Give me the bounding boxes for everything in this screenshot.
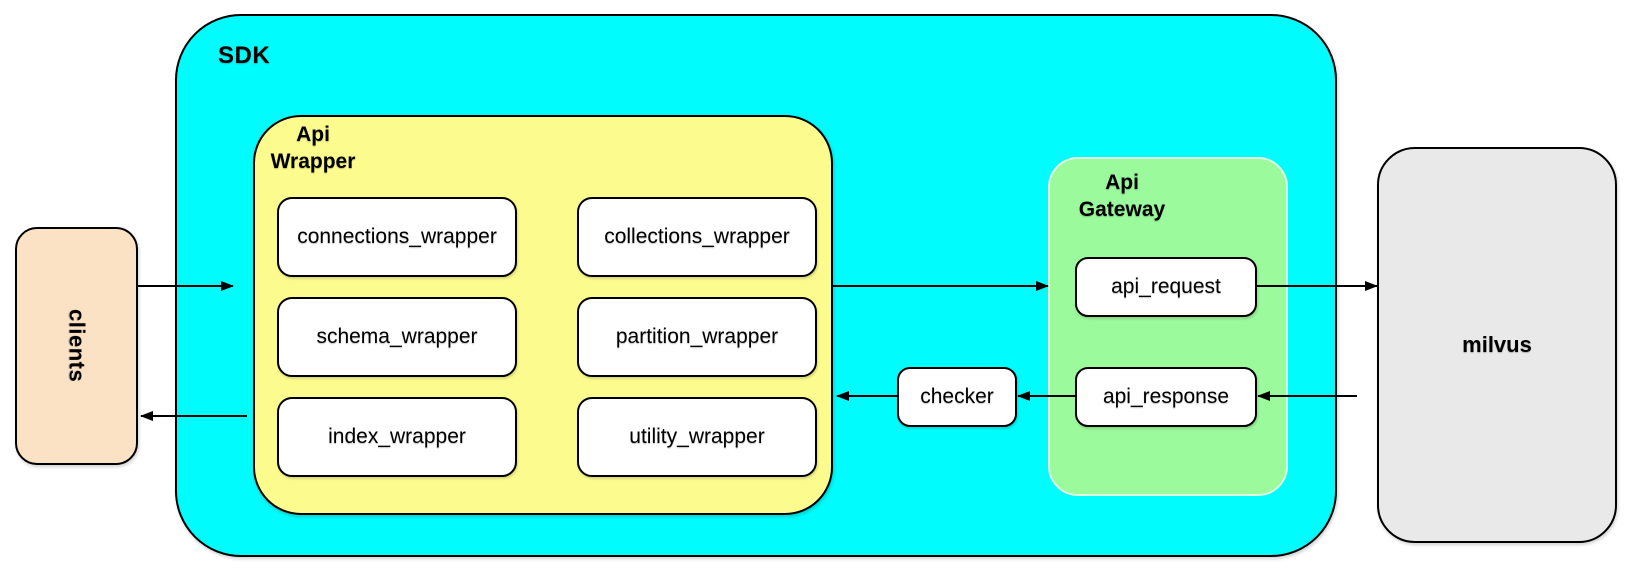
clients-label: clients: [64, 309, 90, 383]
node-collections-wrapper: collections_wrapper: [577, 197, 817, 277]
api-wrapper-container: Api Wrapper connections_wrapper collecti…: [253, 115, 833, 515]
node-connections-wrapper: connections_wrapper: [277, 197, 517, 277]
node-clients: clients: [15, 227, 138, 465]
api-gateway-label-line2: Gateway: [1078, 198, 1166, 221]
api-wrapper-label: Api Wrapper: [267, 121, 359, 175]
sdk-container: SDK Api Wrapper connections_wrapper coll…: [175, 14, 1337, 557]
node-partition-wrapper: partition_wrapper: [577, 297, 817, 377]
node-api-response: api_response: [1075, 367, 1257, 427]
node-checker: checker: [897, 367, 1017, 427]
api-wrapper-label-line2: Wrapper: [270, 150, 356, 173]
sdk-label: SDK: [218, 42, 271, 69]
api-gateway-label: Api Gateway: [1070, 169, 1174, 223]
node-schema-wrapper: schema_wrapper: [277, 297, 517, 377]
node-index-wrapper: index_wrapper: [277, 397, 517, 477]
api-gateway-label-line1: Api: [1105, 171, 1139, 194]
node-utility-wrapper: utility_wrapper: [577, 397, 817, 477]
api-gateway-container: Api Gateway api_request api_response: [1048, 157, 1288, 496]
milvus-label: milvus: [1462, 332, 1532, 357]
api-wrapper-label-line1: Api: [296, 123, 330, 146]
node-milvus: milvus: [1377, 147, 1617, 543]
node-api-request: api_request: [1075, 257, 1257, 317]
